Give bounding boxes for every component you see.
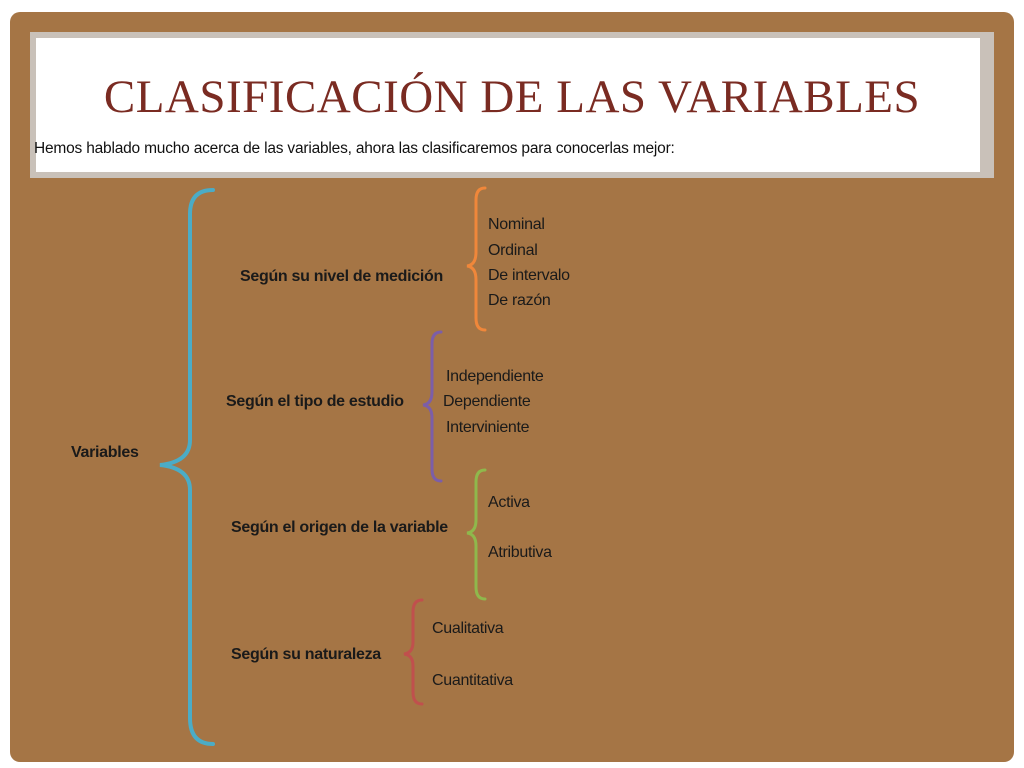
slide-title: CLASIFICACIÓN DE LAS VARIABLES: [103, 71, 921, 123]
list-item: Interviniente: [446, 419, 530, 436]
list-item: De razón: [488, 292, 551, 309]
list-item: Nominal: [488, 216, 545, 233]
list-item: Atributiva: [488, 544, 552, 561]
list-item: Ordinal: [488, 242, 538, 259]
root-label: Variables: [71, 444, 139, 461]
group-brace-origin: [466, 468, 487, 601]
group-label-nature: Según su naturaleza: [231, 646, 381, 663]
list-item: De intervalo: [488, 267, 570, 284]
group-brace-nature: [403, 598, 424, 706]
list-item: Activa: [488, 494, 530, 511]
main-brace: [159, 188, 215, 746]
group-label-origin: Según el origen de la variable: [231, 519, 448, 536]
list-item: Cuantitativa: [432, 672, 513, 689]
title-box: [36, 38, 980, 172]
list-item: Cualitativa: [432, 620, 504, 637]
group-label-measurement: Según su nivel de medición: [240, 268, 443, 285]
group-brace-measurement: [466, 186, 487, 332]
group-label-study-type: Según el tipo de estudio: [226, 393, 404, 410]
slide-subtitle: Hemos hablado mucho acerca de las variab…: [34, 140, 675, 157]
list-item: Dependiente: [443, 393, 531, 410]
group-brace-study-type: [422, 330, 443, 483]
list-item: Independiente: [446, 368, 544, 385]
